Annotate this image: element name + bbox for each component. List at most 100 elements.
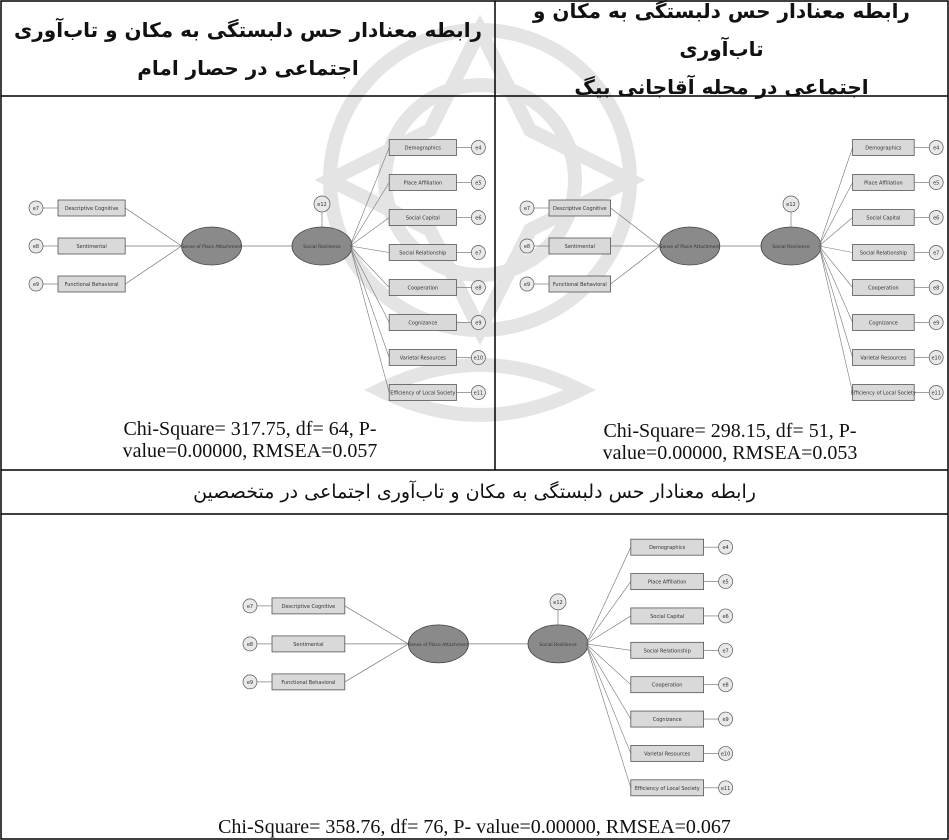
loading-arrow — [349, 147, 390, 247]
loading-arrow — [818, 147, 853, 247]
indicator-label: Demographics — [649, 545, 686, 551]
indicator-label: Social Capital — [866, 216, 900, 222]
loading-arrow — [585, 643, 632, 754]
indicator-box — [630, 779, 704, 797]
error-label: e8 — [475, 286, 481, 292]
loading-arrow — [349, 245, 390, 323]
error-label: e7 — [247, 604, 253, 610]
indicator-label: Descriptive Cognitive — [65, 206, 119, 212]
indicator-label: Place Affiliation — [864, 181, 903, 187]
indicator-label: Social Relationship — [399, 251, 446, 257]
error-label: e7 — [33, 206, 39, 212]
loading-arrow — [349, 182, 390, 247]
indicator-box — [630, 538, 704, 556]
loading-arrow — [585, 643, 632, 720]
loading-arrow — [585, 643, 631, 651]
error-label: e5 — [475, 181, 481, 187]
error-label: e11 — [931, 391, 940, 397]
error-label: e8 — [33, 244, 39, 250]
loading-arrow — [818, 182, 853, 247]
caption-right-line1: Chi-Square= 298.15, df= 51, P- — [603, 420, 857, 442]
indicator-label: Functional Behavioral — [281, 680, 335, 686]
panel-bottom-title-text: رابطه معنادار حس دلبستگی به مکان و تاب‌آ… — [193, 481, 756, 503]
indicator-label: Place Affiliation — [648, 580, 687, 586]
path-arrow — [610, 207, 661, 247]
indicator-label: Efficiency of Local Society — [390, 391, 455, 397]
path-arrow — [125, 207, 182, 247]
indicator-label: Social Relationship — [644, 648, 691, 654]
error-label: e9 — [33, 282, 39, 288]
loading-arrow — [818, 217, 853, 247]
indicator-box — [630, 607, 704, 625]
disturbance-label: e12 — [317, 202, 326, 208]
indicator-box — [630, 745, 704, 762]
error-label: e8 — [722, 683, 728, 689]
loading-arrow — [818, 245, 853, 393]
indicator-label: Efficiency of Local Society — [851, 391, 916, 397]
panel-left-title-line2: اجتماعی در حصار امام — [137, 55, 359, 80]
loading-arrow — [349, 245, 390, 288]
indicator-label: Cooperation — [868, 286, 899, 292]
indicator-label: Sentimental — [565, 244, 595, 250]
indicator-label: Demographics — [865, 146, 902, 152]
caption-left: Chi-Square= 317.75, df= 64, P- value=0.0… — [40, 418, 460, 462]
error-label: e11 — [474, 391, 483, 397]
error-label: e7 — [722, 648, 728, 654]
indicator-label: Place Affiliation — [404, 181, 443, 187]
caption-bottom-text: Chi-Square= 358.76, df= 76, P- value=0.0… — [218, 816, 731, 838]
loading-arrow — [349, 245, 390, 393]
disturbance-label: e12 — [786, 202, 795, 208]
error-label: e9 — [722, 717, 728, 723]
path-arrow — [610, 245, 661, 285]
error-label: e4 — [722, 545, 728, 551]
error-label: e5 — [722, 580, 728, 586]
indicator-box — [630, 573, 704, 590]
panel-right-title-line2: اجتماعی در محله آقاجانی بیگ — [574, 74, 869, 99]
panel-right-title: رابطه معنادار حس دلبستگی به مکان و تاب‌آ… — [496, 0, 947, 99]
error-label: e7 — [933, 251, 939, 257]
error-label: e6 — [933, 216, 939, 222]
panel-left-title: رابطه معنادار حس دلبستگی به مکان و تاب‌آ… — [2, 2, 494, 95]
panel-left-title-line1: رابطه معنادار حس دلبستگی به مکان و تاب‌آ… — [13, 17, 483, 42]
indicator-label: Functional Behavioral — [553, 282, 607, 288]
loading-arrow — [349, 245, 390, 253]
latent-social-resilience-label: Social Resilience — [539, 642, 577, 648]
loading-arrow — [585, 643, 632, 685]
latent-place-attachment-label: Sense of Place Attachment — [181, 244, 242, 250]
loading-arrow — [585, 615, 631, 645]
latent-place-attachment-label: Sense of Place Attachment — [660, 244, 721, 250]
latent-place-attachment — [659, 226, 721, 266]
error-label: e7 — [475, 251, 481, 257]
path-arrow — [344, 605, 409, 645]
error-label: e9 — [933, 321, 939, 327]
error-label: e5 — [933, 181, 939, 187]
indicator-box — [630, 710, 704, 728]
indicator-label: Descriptive Cognitive — [282, 604, 336, 610]
error-label: e9 — [475, 321, 481, 327]
error-label: e10 — [474, 356, 483, 362]
indicator-label: Social Capital — [650, 614, 684, 620]
error-label: e9 — [524, 282, 530, 288]
path-arrow — [344, 643, 409, 683]
loading-arrow — [585, 581, 632, 645]
error-label: e10 — [931, 356, 940, 362]
error-label: e11 — [721, 786, 730, 792]
error-label: e6 — [722, 614, 728, 620]
caption-right: Chi-Square= 298.15, df= 51, P- value=0.0… — [520, 420, 940, 464]
loading-arrow — [349, 245, 390, 358]
indicator-label: Functional Behavioral — [65, 282, 119, 288]
indicator-label: Social Relationship — [860, 251, 907, 257]
indicator-label: Cognizance — [408, 321, 437, 327]
error-label: e8 — [247, 642, 253, 648]
indicator-label: Cooperation — [408, 286, 439, 292]
latent-place-attachment-label: Sense of Place Attachment — [408, 642, 469, 648]
indicator-label: Cognizance — [653, 717, 682, 723]
indicator-label: Descriptive Cognitive — [553, 206, 607, 212]
loading-arrow — [585, 643, 632, 788]
loading-arrow — [349, 217, 390, 247]
loading-arrow — [818, 245, 853, 323]
indicator-label: Cooperation — [652, 683, 683, 689]
disturbance-label: e12 — [553, 600, 562, 606]
error-label: e8 — [933, 286, 939, 292]
